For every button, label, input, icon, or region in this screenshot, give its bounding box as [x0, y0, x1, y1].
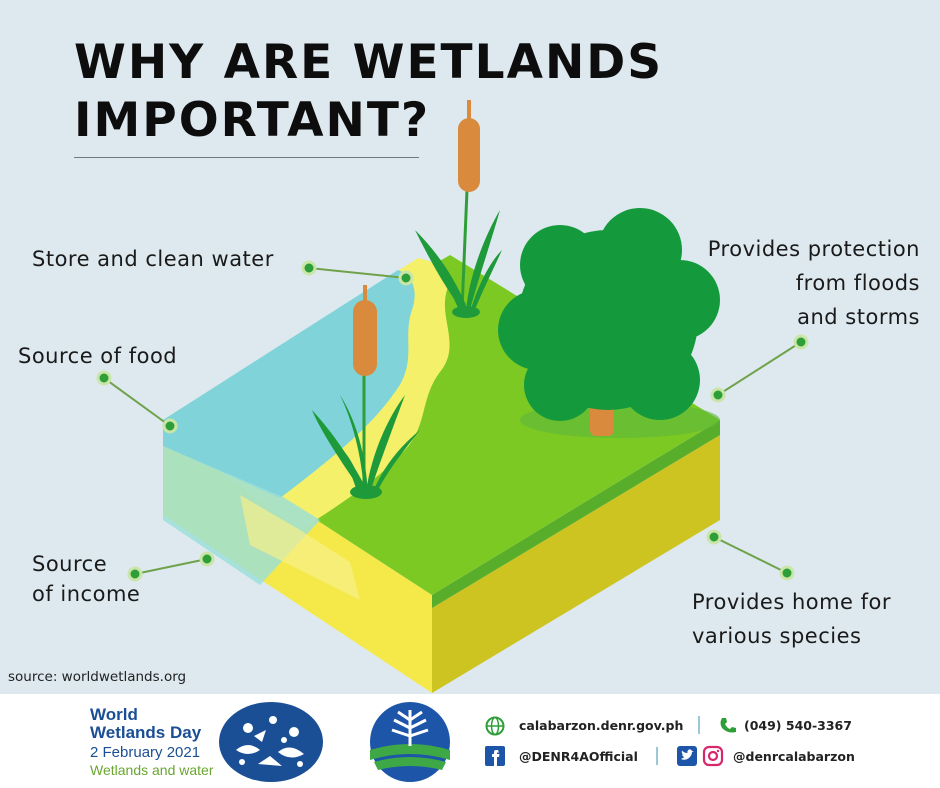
denr-logo-icon [370, 702, 450, 782]
source-note: source: worldwetlands.org [8, 669, 187, 685]
separator [656, 747, 658, 765]
water-area [163, 270, 415, 498]
label-food: Source of food [18, 344, 178, 368]
separator [698, 716, 700, 734]
phone-icon [720, 718, 736, 733]
label-income-line-1: Source [32, 552, 108, 576]
cattail-stem-back [460, 189, 469, 311]
twitter-icon [677, 746, 697, 766]
phone-number[interactable]: (049) 540-3367 [744, 718, 852, 733]
label-protection-line-3: and storms [797, 305, 920, 329]
label-store-water: Store and clean water [32, 247, 274, 271]
title-line-2: IMPORTANT? [74, 93, 431, 148]
social-handle[interactable]: @denrcalabarzon [733, 749, 855, 764]
leader-lines [103, 267, 802, 575]
title-line-1: WHY ARE WETLANDS [74, 35, 664, 90]
page-title: WHY ARE WETLANDS IMPORTANT? [74, 34, 663, 150]
wetlands-day-text: World Wetlands Day 2 February 2021 Wetla… [90, 705, 214, 779]
event-name-line-2: Wetlands Day [90, 723, 202, 742]
event-theme: Wetlands and water [90, 762, 214, 778]
wetland-illustration [96, 100, 809, 693]
label-protection-line-2: from floods [795, 271, 920, 295]
soil-right-face [432, 435, 720, 693]
title-underline [74, 157, 419, 158]
reeds-front [312, 395, 420, 499]
cattail-head-back [458, 118, 480, 192]
website-link[interactable]: calabarzon.denr.gov.ph [519, 718, 684, 733]
wetlands-day-logo-icon [219, 702, 323, 782]
label-home: Provides home for various species [692, 585, 891, 653]
label-protection-line-1: Provides protection [707, 237, 920, 261]
cattail-head-front [353, 300, 377, 376]
event-date: 2 February 2021 [90, 744, 201, 761]
leader-dots [96, 260, 809, 582]
sand-front-face [240, 495, 360, 600]
label-protection: Provides protection from floods and stor… [708, 232, 920, 334]
label-home-line-1: Provides home for [692, 590, 892, 614]
instagram-icon [702, 745, 724, 767]
footer [0, 694, 940, 788]
reeds-back [415, 210, 502, 318]
label-income-line-2: of income [32, 582, 141, 606]
facebook-handle[interactable]: @DENR4AOfficial [519, 749, 638, 764]
event-name-line-1: World [90, 705, 138, 724]
label-income: Source of income [32, 549, 140, 609]
label-home-line-2: various species [692, 624, 862, 648]
facebook-icon [485, 746, 505, 766]
grass-right-edge [432, 420, 720, 608]
bush [498, 208, 720, 421]
globe-icon [485, 716, 505, 736]
